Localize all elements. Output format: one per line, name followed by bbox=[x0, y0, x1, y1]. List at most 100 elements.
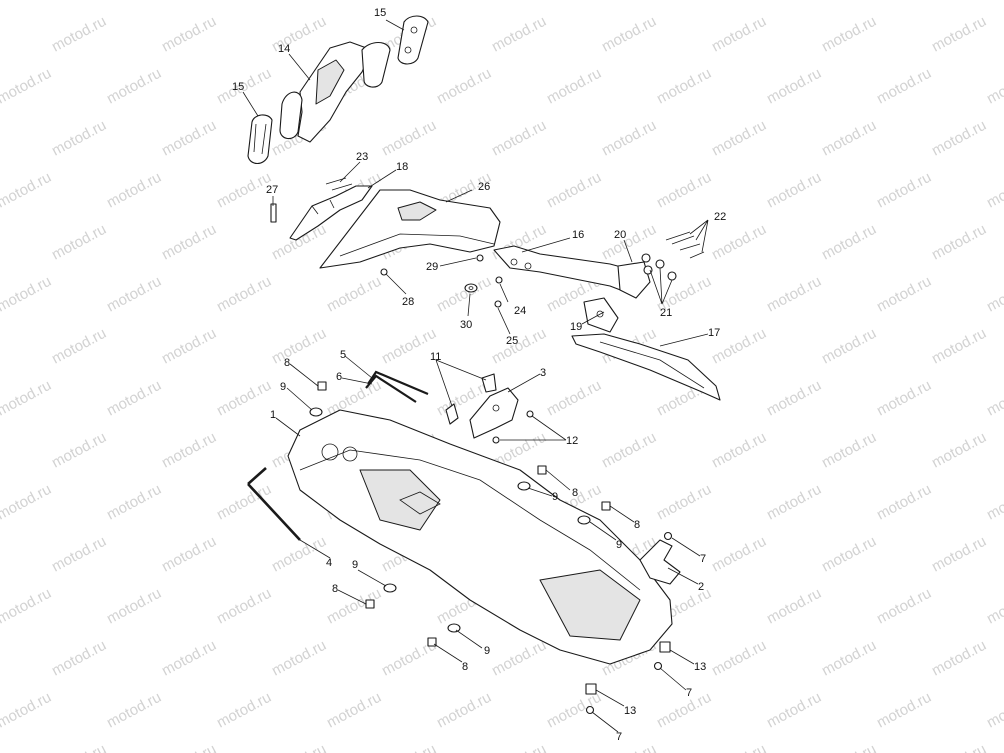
watermark-text: motod.ru bbox=[49, 741, 109, 753]
watermark-text: motod.ru bbox=[599, 429, 659, 472]
watermark-text: motod.ru bbox=[874, 585, 934, 628]
callout-12: 12 bbox=[566, 435, 578, 447]
watermark-text: motod.ru bbox=[159, 741, 219, 753]
watermark-text: motod.ru bbox=[929, 533, 989, 576]
watermark-text: motod.ru bbox=[984, 481, 1004, 524]
watermark-text: motod.ru bbox=[269, 637, 329, 680]
callout-3: 3 bbox=[540, 367, 546, 379]
callout-8-c: 8 bbox=[634, 519, 640, 531]
part-11-clips bbox=[445, 373, 497, 425]
watermark-text: motod.ru bbox=[874, 377, 934, 420]
part-2-bracket bbox=[639, 539, 681, 585]
watermark-text: motod.ru bbox=[874, 65, 934, 108]
watermark-text: motod.ru bbox=[269, 741, 329, 753]
watermark-text: motod.ru bbox=[104, 377, 164, 420]
watermark-text: motod.ru bbox=[0, 481, 54, 524]
callout-27: 27 bbox=[266, 184, 278, 196]
watermark-text: motod.ru bbox=[324, 689, 384, 732]
part-1-undertray bbox=[287, 409, 673, 665]
watermark-text: motod.ru bbox=[0, 169, 54, 212]
watermark-text: motod.ru bbox=[159, 325, 219, 368]
watermark-text: motod.ru bbox=[49, 117, 109, 160]
watermark-text: motod.ru bbox=[434, 689, 494, 732]
watermark-text: motod.ru bbox=[874, 0, 934, 4]
watermark-text: motod.ru bbox=[654, 689, 714, 732]
watermark-text: motod.ru bbox=[104, 689, 164, 732]
watermark-text: motod.ru bbox=[819, 325, 879, 368]
watermark-text: motod.ru bbox=[929, 429, 989, 472]
watermark-text: motod.ru bbox=[0, 689, 54, 732]
watermark-text: motod.ru bbox=[214, 0, 274, 4]
callout-9-b: 9 bbox=[552, 491, 558, 503]
watermark-text: motod.ru bbox=[984, 169, 1004, 212]
watermark-text: motod.ru bbox=[984, 689, 1004, 732]
part-5-rod bbox=[367, 370, 429, 396]
watermark-text: motod.ru bbox=[489, 117, 549, 160]
part-25-screw bbox=[494, 300, 502, 308]
watermark-text: motod.ru bbox=[599, 13, 659, 56]
watermark-text: motod.ru bbox=[819, 117, 879, 160]
callout-15-left: 15 bbox=[232, 81, 244, 93]
callout-7-c: 7 bbox=[616, 731, 622, 743]
watermark-text: motod.ru bbox=[434, 273, 494, 316]
watermark-text: motod.ru bbox=[874, 273, 934, 316]
part-27-bolt bbox=[270, 203, 277, 223]
watermark-text: motod.ru bbox=[654, 65, 714, 108]
callout-13-b: 13 bbox=[624, 705, 636, 717]
watermark-text: motod.ru bbox=[49, 13, 109, 56]
callout-14: 14 bbox=[278, 43, 290, 55]
callout-8-a: 8 bbox=[284, 357, 290, 369]
watermark-text: motod.ru bbox=[269, 325, 329, 368]
watermark-text: motod.ru bbox=[984, 585, 1004, 628]
callout-24: 24 bbox=[514, 305, 526, 317]
watermark-text: motod.ru bbox=[764, 481, 824, 524]
watermark-text: motod.ru bbox=[599, 741, 659, 753]
part-6-rod bbox=[365, 374, 417, 403]
watermark-text: motod.ru bbox=[764, 585, 824, 628]
watermark-text: motod.ru bbox=[489, 637, 549, 680]
leader-lines bbox=[242, 19, 709, 733]
callout-8-d: 8 bbox=[332, 583, 338, 595]
watermark-text: motod.ru bbox=[929, 221, 989, 264]
watermark-text: motod.ru bbox=[819, 13, 879, 56]
watermark-text: motod.ru bbox=[764, 65, 824, 108]
callout-26: 26 bbox=[478, 181, 490, 193]
callout-22: 22 bbox=[714, 211, 726, 223]
watermark-text: motod.ru bbox=[49, 533, 109, 576]
watermark-text: motod.ru bbox=[929, 13, 989, 56]
watermark-text: motod.ru bbox=[0, 377, 54, 420]
watermark-text: motod.ru bbox=[0, 585, 54, 628]
watermark-text: motod.ru bbox=[984, 377, 1004, 420]
watermark-text: motod.ru bbox=[489, 741, 549, 753]
callout-2: 2 bbox=[698, 581, 704, 593]
watermark-text: motod.ru bbox=[874, 689, 934, 732]
callout-9-c: 9 bbox=[616, 539, 622, 551]
part-26-rear-fender bbox=[319, 189, 501, 269]
watermark-text: motod.ru bbox=[709, 637, 769, 680]
callout-29: 29 bbox=[426, 261, 438, 273]
callout-18: 18 bbox=[396, 161, 408, 173]
callout-1: 1 bbox=[270, 409, 276, 421]
watermark-text: motod.ru bbox=[599, 117, 659, 160]
callout-15-top: 15 bbox=[374, 7, 386, 19]
callout-25: 25 bbox=[506, 335, 518, 347]
callout-17: 17 bbox=[708, 327, 720, 339]
watermark-text: motod.ru bbox=[104, 0, 164, 4]
part-7-screws bbox=[585, 531, 673, 715]
watermark-text: motod.ru bbox=[544, 169, 604, 212]
watermark-text: motod.ru bbox=[434, 65, 494, 108]
watermark-text: motod.ru bbox=[544, 65, 604, 108]
watermark-text: motod.ru bbox=[764, 377, 824, 420]
watermark-text: motod.ru bbox=[764, 169, 824, 212]
part-28-nut bbox=[380, 268, 388, 276]
watermark-text: motod.ru bbox=[379, 741, 439, 753]
watermark-text: motod.ru bbox=[0, 0, 54, 4]
watermark-text: motod.ru bbox=[49, 325, 109, 368]
callout-5: 5 bbox=[340, 349, 346, 361]
callout-20: 20 bbox=[614, 229, 626, 241]
watermark-text: motod.ru bbox=[0, 65, 54, 108]
watermark-text: motod.ru bbox=[819, 429, 879, 472]
watermark-text: motod.ru bbox=[159, 429, 219, 472]
watermark-text: motod.ru bbox=[0, 273, 54, 316]
